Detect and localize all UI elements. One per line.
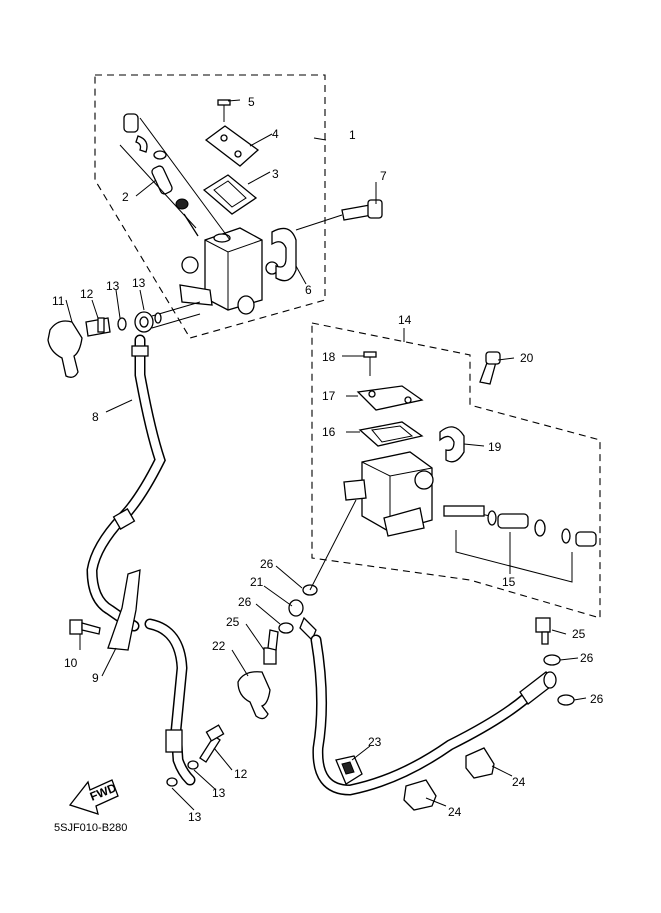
callout-23: 23: [368, 735, 382, 749]
callout-4: 4: [272, 127, 279, 141]
callout-7: 7: [380, 169, 387, 183]
callout-8: 8: [92, 410, 99, 424]
callout-17: 17: [322, 389, 336, 403]
leader-lines: [65, 99, 587, 811]
callout-25-b: 25: [572, 627, 586, 641]
group-1-boundary: [94, 74, 326, 339]
master-cylinder-upper: [119, 99, 383, 315]
callout-19: 19: [488, 440, 502, 454]
callout-11: 11: [52, 294, 65, 308]
callout-6: 6: [305, 283, 312, 297]
callout-5: 5: [248, 95, 255, 109]
bolt-10: [69, 619, 101, 635]
hose-8: [86, 334, 196, 786]
callout-12-lower: 12: [234, 767, 248, 781]
fwd-arrow-icon: FWD: [68, 779, 119, 815]
callout-26-b: 26: [238, 595, 252, 609]
callout-9: 9: [92, 671, 99, 685]
callout-2: 2: [122, 190, 129, 204]
callout-14: 14: [398, 313, 412, 327]
callout-13-a: 13: [106, 279, 120, 293]
lower-fittings: [166, 724, 225, 787]
callout-13-c: 13: [212, 786, 226, 800]
callout-15: 15: [502, 575, 516, 589]
callout-1: 1: [349, 128, 356, 142]
bracket-9: [107, 569, 141, 651]
diagram-code: 5SJF010-B280: [54, 822, 128, 834]
callout-24-b: 24: [512, 775, 526, 789]
callout-10: 10: [64, 656, 78, 670]
callout-21: 21: [250, 575, 264, 589]
right-hose: [237, 584, 575, 811]
callout-18: 18: [322, 350, 336, 364]
master-cylinder-lower: [343, 351, 597, 583]
callout-22: 22: [212, 639, 226, 653]
callout-26-c: 26: [580, 651, 594, 665]
callout-3: 3: [272, 167, 279, 181]
callout-26-d: 26: [590, 692, 604, 706]
callout-20: 20: [520, 351, 534, 365]
callout-24-a: 24: [448, 805, 462, 819]
callout-25-a: 25: [226, 615, 240, 629]
callout-12: 12: [80, 287, 94, 301]
callout-13-b: 13: [132, 276, 146, 290]
left-fittings: [47, 301, 201, 378]
group-14-boundary: [311, 322, 601, 619]
callout-26-a: 26: [260, 557, 274, 571]
callout-16: 16: [322, 425, 336, 439]
callout-labels: 1 2 3 4 5 6 7 8 9 10 11 12 12 13 13 13 1…: [52, 95, 604, 824]
callout-13-d: 13: [188, 810, 202, 824]
